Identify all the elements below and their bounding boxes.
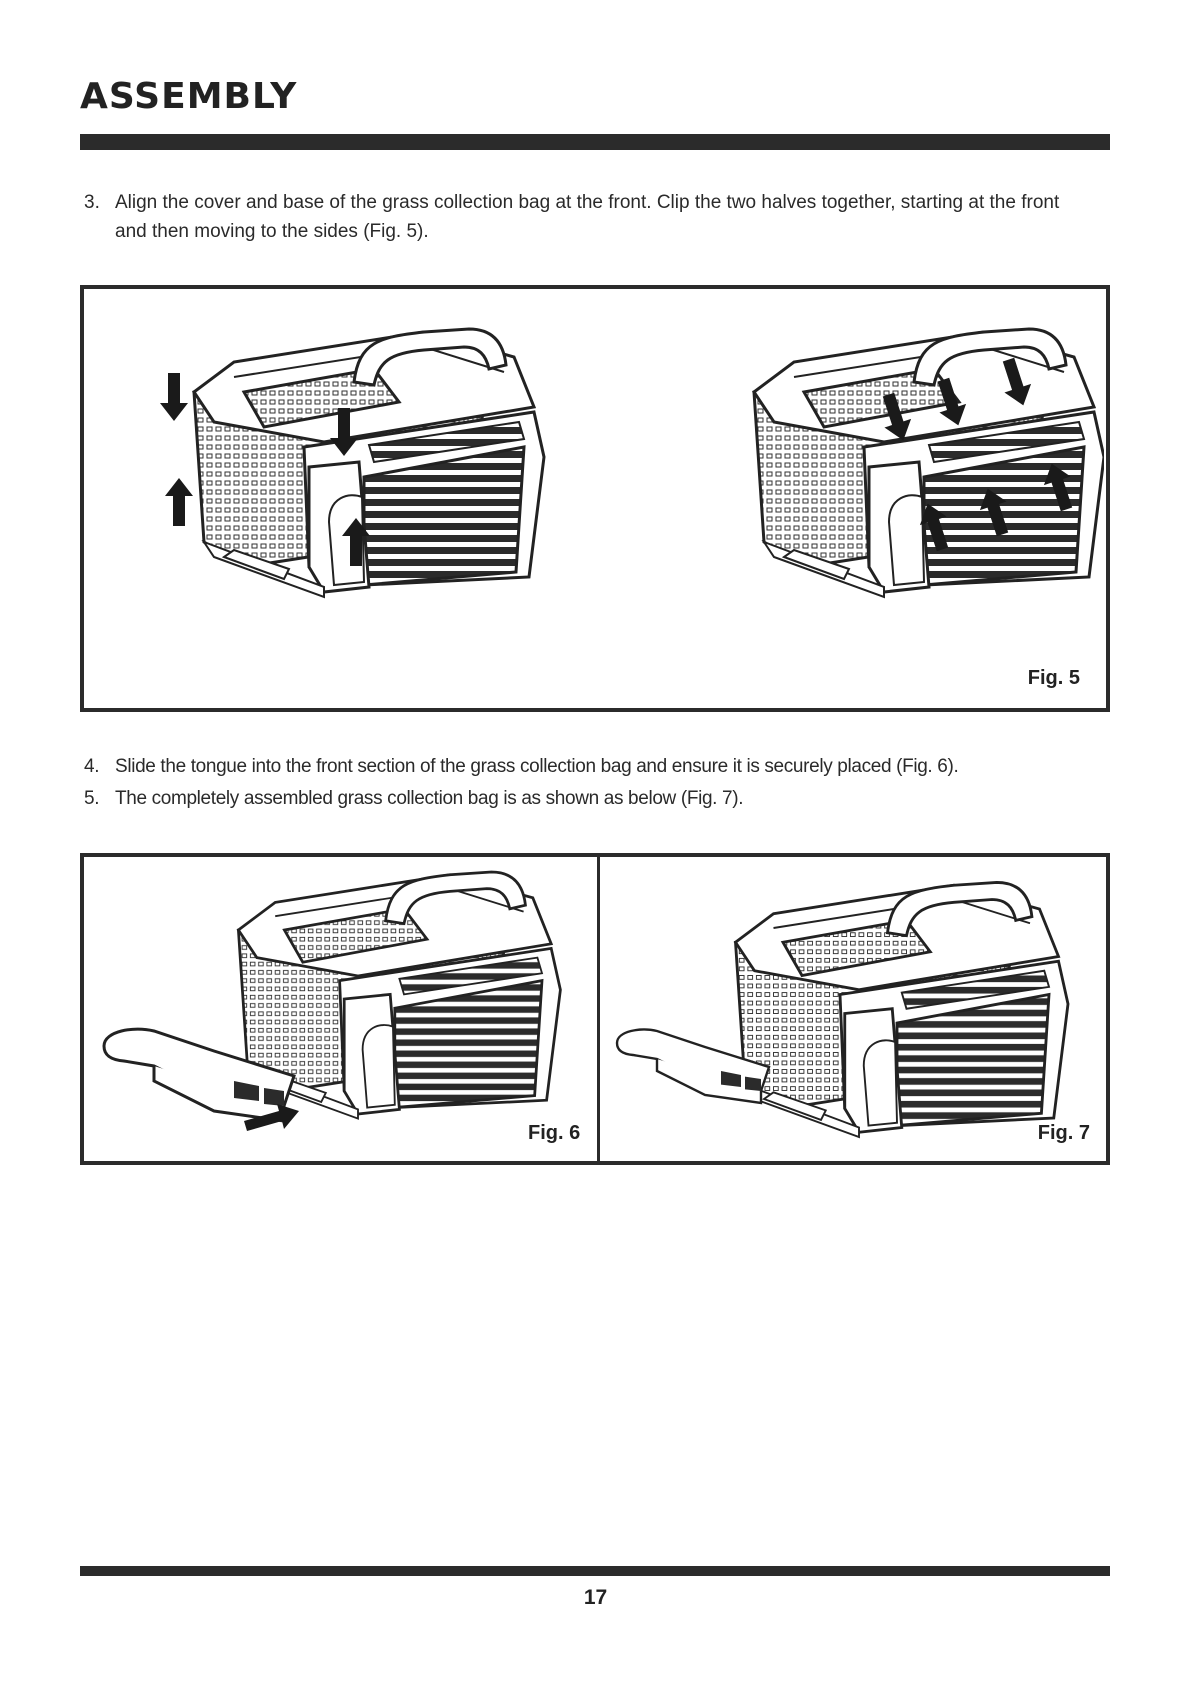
step-3: 3. Align the cover and base of the grass… — [84, 188, 1084, 246]
figure-5-frame: Fig. 5 — [80, 285, 1110, 712]
fig-5-left-illustration — [160, 327, 546, 599]
footer-rule — [80, 1566, 1110, 1576]
figure-6-caption: Fig. 6 — [528, 1122, 581, 1144]
step-4: 4. Slide the tongue into the front secti… — [84, 752, 1114, 781]
step-3-text: Align the cover and base of the grass co… — [115, 192, 1060, 242]
step-5-text: The completely assembled grass collectio… — [115, 788, 744, 809]
arrow-down-icon — [160, 373, 188, 421]
figure-7-caption: Fig. 7 — [1037, 1122, 1090, 1144]
figure-5-caption: Fig. 5 — [1027, 667, 1080, 689]
figure-6-7-frame: Fig. 6 Fig. 7 — [80, 853, 1110, 1165]
step-5-number: 5. — [84, 788, 100, 809]
insert-arrow-icon — [244, 1104, 299, 1131]
page-title: ASSEMBLY — [80, 76, 298, 117]
step-4-text: Slide the tongue into the front section … — [115, 756, 959, 777]
step-3-number: 3. — [84, 192, 100, 213]
fig-6-illustration — [102, 870, 562, 1131]
step-5: 5. The completely assembled grass collec… — [84, 784, 1114, 813]
fig-5-right-illustration — [752, 327, 1104, 599]
arrow-up-icon — [165, 478, 193, 526]
header-rule — [80, 134, 1110, 150]
fig-7-illustration — [615, 880, 1070, 1139]
figure-divider — [597, 857, 600, 1161]
page-number: 17 — [583, 1586, 608, 1609]
step-4-number: 4. — [84, 756, 100, 777]
